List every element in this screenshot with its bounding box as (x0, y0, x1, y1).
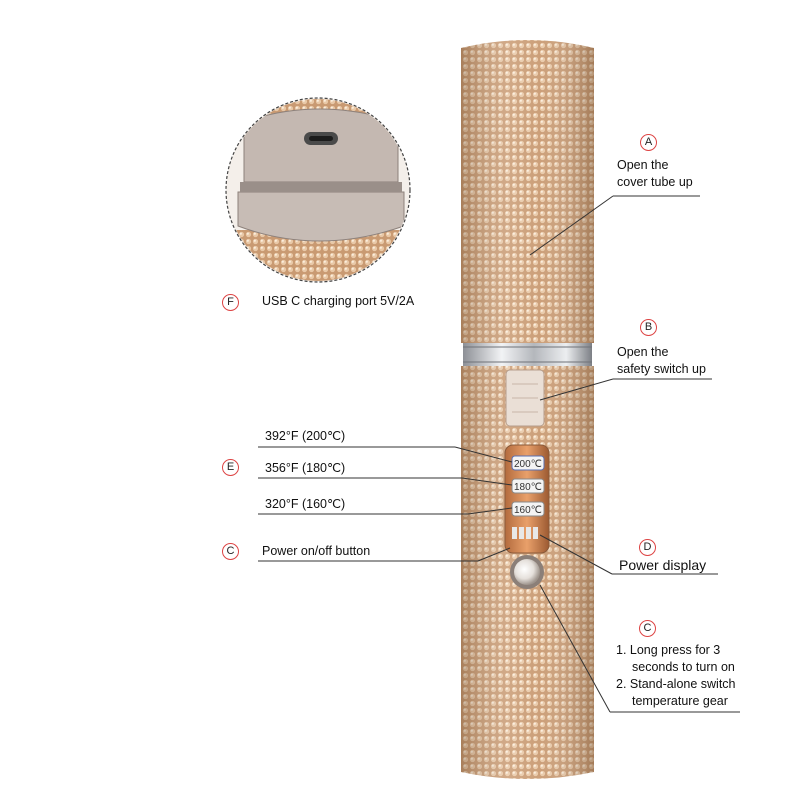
display-digit-180: 180℃ (514, 482, 542, 493)
power-button (514, 559, 540, 585)
marker-b: B (640, 319, 657, 336)
callout-a-line1: Open the (617, 158, 669, 172)
callout-b-line2: safety switch up (617, 362, 706, 376)
callout-c-line4: temperature gear (632, 694, 728, 708)
marker-d: D (639, 539, 656, 556)
callout-power-display: Power display (619, 557, 707, 573)
battery-bars (512, 527, 538, 539)
marker-a: A (640, 134, 657, 151)
callout-c-line2: seconds to turn on (632, 660, 735, 674)
marker-c-right: C (639, 620, 656, 637)
temp-label-200: 392°F (200℃) (265, 429, 346, 443)
usb-port-inset (225, 97, 411, 283)
display-digit-200: 200℃ (514, 459, 542, 470)
callout-b-line1: Open the (617, 345, 669, 359)
marker-c-button: C (222, 543, 239, 560)
callout-c-line1: 1. Long press for 3 (616, 643, 721, 657)
marker-f: F (222, 294, 239, 311)
display-indicator-160 (511, 501, 545, 517)
callout-power-button: Power on/off button (262, 544, 371, 558)
callout-a-line2: cover tube up (617, 175, 693, 189)
display-digit-160: 160℃ (514, 505, 542, 516)
callout-usb-port: USB C charging port 5V/2A (262, 294, 415, 308)
leader-lines (258, 195, 740, 713)
temp-label-180: 356°F (180℃) (265, 461, 346, 475)
display-indicator-180 (511, 478, 545, 494)
cover-tube (461, 40, 594, 343)
marker-e: E (222, 459, 239, 476)
display-window (504, 444, 550, 554)
display-indicator-200 (511, 455, 545, 471)
callout-c-line3: 2. Stand-alone switch (616, 677, 736, 691)
temp-label-160: 320°F (160℃) (265, 497, 346, 511)
chrome-ring (463, 343, 592, 366)
